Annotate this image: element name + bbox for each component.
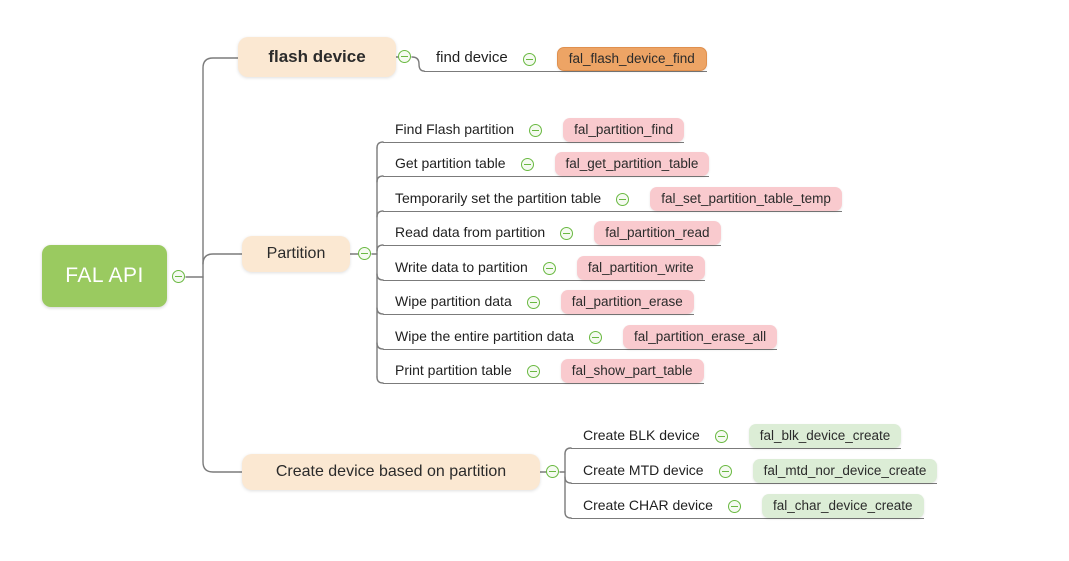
topic-label[interactable]: Read data from partition <box>395 224 546 240</box>
api-box[interactable]: fal_partition_erase <box>560 290 694 314</box>
api-box[interactable]: fal_char_device_create <box>761 494 924 518</box>
collapse-icon[interactable] <box>589 331 602 344</box>
topic-label[interactable]: Write data to partition <box>395 259 528 275</box>
branch-node-create-device[interactable]: Create device based on partition <box>242 454 540 490</box>
topic-label[interactable]: Print partition table <box>395 362 512 378</box>
topic-label[interactable]: Create BLK device <box>583 427 700 443</box>
topic-row: Read data from partition fal_partition_r… <box>383 218 721 246</box>
topic-label[interactable]: Wipe partition data <box>395 293 512 309</box>
branch-node-flash-device[interactable]: flash device <box>238 37 396 77</box>
topic-label[interactable]: Find Flash partition <box>395 121 515 137</box>
api-box[interactable]: fal_set_partition_table_temp <box>650 187 842 211</box>
topic-label[interactable]: Wipe the entire partition data <box>395 328 574 344</box>
api-box[interactable]: fal_get_partition_table <box>554 152 710 176</box>
topic-row: Wipe the entire partition data fal_parti… <box>383 322 778 350</box>
collapse-icon[interactable] <box>526 365 540 378</box>
collapse-icon[interactable] <box>522 53 536 66</box>
topic-row: Print partition table fal_show_part_tabl… <box>383 356 704 384</box>
api-box[interactable]: fal_partition_read <box>594 221 721 245</box>
collapse-icon[interactable] <box>546 465 559 478</box>
topic-row: find device fal_flash_device_find <box>424 44 707 72</box>
collapse-icon[interactable] <box>398 50 411 63</box>
topic-label[interactable]: Get partition table <box>395 155 506 171</box>
collapse-icon[interactable] <box>718 465 732 478</box>
topic-row: Get partition table fal_get_partition_ta… <box>383 149 710 177</box>
collapse-icon[interactable] <box>172 270 185 283</box>
api-box[interactable]: fal_mtd_nor_device_create <box>752 459 938 483</box>
api-box[interactable]: fal_partition_write <box>576 256 705 280</box>
topic-row: Create MTD device fal_mtd_nor_device_cre… <box>571 456 938 484</box>
collapse-icon[interactable] <box>727 500 741 513</box>
topic-row: Create CHAR device fal_char_device_creat… <box>571 491 924 519</box>
branch-node-partition[interactable]: Partition <box>242 236 350 272</box>
collapse-icon[interactable] <box>714 430 728 443</box>
root-node-fal-api[interactable]: FAL API <box>42 245 167 307</box>
topic-row: Temporarily set the partition table fal_… <box>383 184 842 212</box>
collapse-icon[interactable] <box>529 124 543 137</box>
topic-row: Find Flash partition fal_partition_find <box>383 115 685 143</box>
collapse-icon[interactable] <box>542 262 556 275</box>
collapse-icon[interactable] <box>560 227 574 240</box>
api-box[interactable]: fal_partition_erase_all <box>623 325 778 349</box>
api-box[interactable]: fal_blk_device_create <box>748 424 902 448</box>
topic-label[interactable]: find device <box>436 49 508 66</box>
api-box[interactable]: fal_partition_find <box>563 118 685 142</box>
collapse-icon[interactable] <box>526 296 540 309</box>
api-box[interactable]: fal_flash_device_find <box>556 47 707 71</box>
topic-label[interactable]: Create MTD device <box>583 462 704 478</box>
topic-row: Wipe partition data fal_partition_erase <box>383 287 694 315</box>
topic-label[interactable]: Temporarily set the partition table <box>395 190 602 206</box>
topic-label[interactable]: Create CHAR device <box>583 497 713 513</box>
collapse-icon[interactable] <box>520 158 534 171</box>
topic-row: Create BLK device fal_blk_device_create <box>571 421 902 449</box>
collapse-icon[interactable] <box>616 193 630 206</box>
topic-row: Write data to partition fal_partition_wr… <box>383 253 705 281</box>
api-box[interactable]: fal_show_part_table <box>560 359 704 383</box>
collapse-icon[interactable] <box>358 247 371 260</box>
